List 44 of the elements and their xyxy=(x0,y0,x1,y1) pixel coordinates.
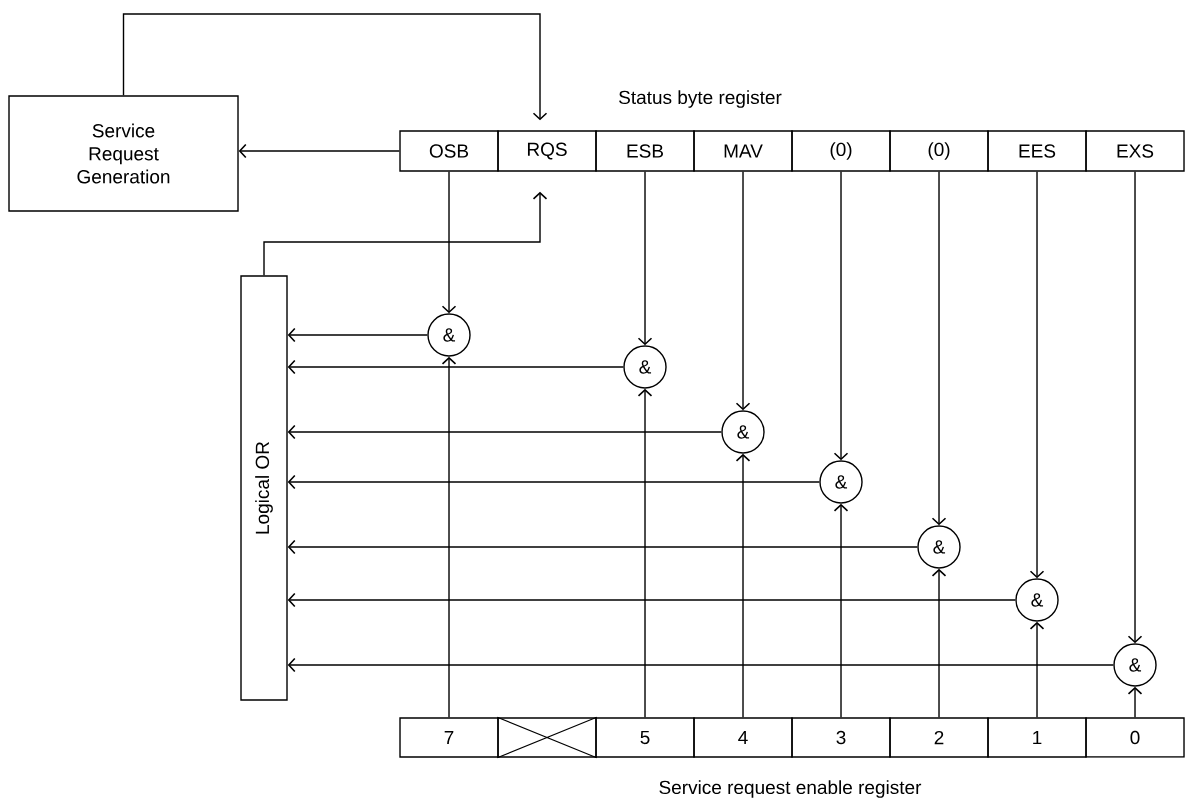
arrow xyxy=(735,171,751,411)
arrow xyxy=(1029,171,1045,579)
register-cell: 7 xyxy=(399,717,499,758)
register-cell: 5 xyxy=(595,717,695,758)
register-cell: ESB xyxy=(595,130,695,172)
arrow xyxy=(287,539,918,555)
arrow xyxy=(931,568,947,718)
arrow xyxy=(238,143,400,159)
arrow xyxy=(833,503,849,718)
arrow xyxy=(735,453,751,718)
register-cell: MAV xyxy=(693,130,793,172)
register-title: Service request enable register xyxy=(659,780,922,798)
arrow xyxy=(263,191,548,276)
register-cell: EXS xyxy=(1085,130,1185,172)
register-cell: 4 xyxy=(693,717,793,758)
register-cell: RQS xyxy=(497,130,597,172)
register-cell: OSB xyxy=(399,130,499,172)
arrow xyxy=(441,356,457,718)
arrow xyxy=(441,171,457,314)
arrow xyxy=(287,424,722,440)
crossed-out-cell xyxy=(496,716,598,759)
register-cell: 2 xyxy=(889,717,989,758)
register-cell: 3 xyxy=(791,717,891,758)
register-cell: 0 xyxy=(1085,717,1185,758)
arrow xyxy=(287,592,1016,608)
arrow xyxy=(287,359,624,375)
arrow xyxy=(637,388,653,718)
process-box: Service Request Generation xyxy=(8,95,239,212)
arrow xyxy=(1127,686,1143,718)
arrow xyxy=(1029,621,1045,718)
register-cell: (0) xyxy=(791,130,891,172)
arrow xyxy=(931,171,947,526)
register-title: Status byte register xyxy=(619,90,782,108)
register-cell: 1 xyxy=(987,717,1087,758)
register-cell: EES xyxy=(987,130,1087,172)
arrow xyxy=(637,171,653,346)
arrow xyxy=(122,13,548,121)
arrow xyxy=(287,474,820,490)
register-cell: (0) xyxy=(889,130,989,172)
arrow xyxy=(287,657,1114,673)
or-gate-box: Logical OR xyxy=(240,275,288,701)
arrow xyxy=(287,327,428,343)
arrow xyxy=(1127,171,1143,644)
arrow xyxy=(833,171,849,461)
